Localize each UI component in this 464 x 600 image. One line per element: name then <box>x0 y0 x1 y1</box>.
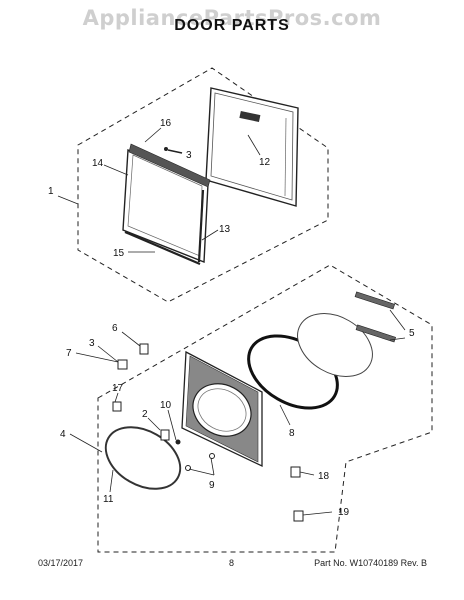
footer-date: 03/17/2017 <box>38 558 84 568</box>
footer-page-number: 8 <box>229 558 235 568</box>
callout-4: 4 <box>60 429 66 440</box>
callout-14: 14 <box>92 158 104 169</box>
callout-3-lower: 3 <box>89 338 95 349</box>
callout-13: 13 <box>219 224 231 235</box>
screw-9 <box>209 453 215 459</box>
callout-7: 7 <box>66 348 72 359</box>
callout-19: 19 <box>338 507 350 518</box>
door-frame <box>181 350 263 468</box>
callout-5: 5 <box>409 328 415 339</box>
callout-17: 17 <box>112 383 124 394</box>
callout-1: 1 <box>48 186 54 197</box>
page-title: DOOR PARTS <box>174 17 290 34</box>
callout-18: 18 <box>318 471 330 482</box>
callout-6: 6 <box>112 323 118 334</box>
outer-door-panel <box>205 87 299 207</box>
screw-10 <box>175 439 181 445</box>
footer-part-number: Part No. W10740189 Rev. B <box>314 558 427 568</box>
lower-assembly-outline <box>97 264 433 553</box>
latch-strike-17 <box>112 401 122 412</box>
callout-12: 12 <box>259 157 271 168</box>
inner-window-ring <box>104 426 182 490</box>
inner-door-panel <box>122 143 211 266</box>
callout-8: 8 <box>289 428 295 439</box>
callout-10: 10 <box>160 400 172 411</box>
strike-2 <box>160 429 170 441</box>
watermark: AppliancePartsPros.com <box>82 6 382 30</box>
screw-9b <box>185 465 191 471</box>
callout-2: 2 <box>142 409 148 420</box>
hinge-18 <box>290 466 301 478</box>
hinge-bracket-7 <box>117 359 128 370</box>
callout-3-upper: 3 <box>186 150 192 161</box>
callout-9: 9 <box>209 480 215 491</box>
callout-16: 16 <box>160 118 172 129</box>
hinge-bracket-6 <box>139 343 149 355</box>
upper-assembly-outline <box>77 67 329 303</box>
callout-11: 11 <box>103 494 114 505</box>
vent-strip-upper <box>354 291 396 310</box>
callout-15: 15 <box>113 248 125 259</box>
hinge-19 <box>293 510 304 522</box>
window-panel <box>297 313 373 377</box>
